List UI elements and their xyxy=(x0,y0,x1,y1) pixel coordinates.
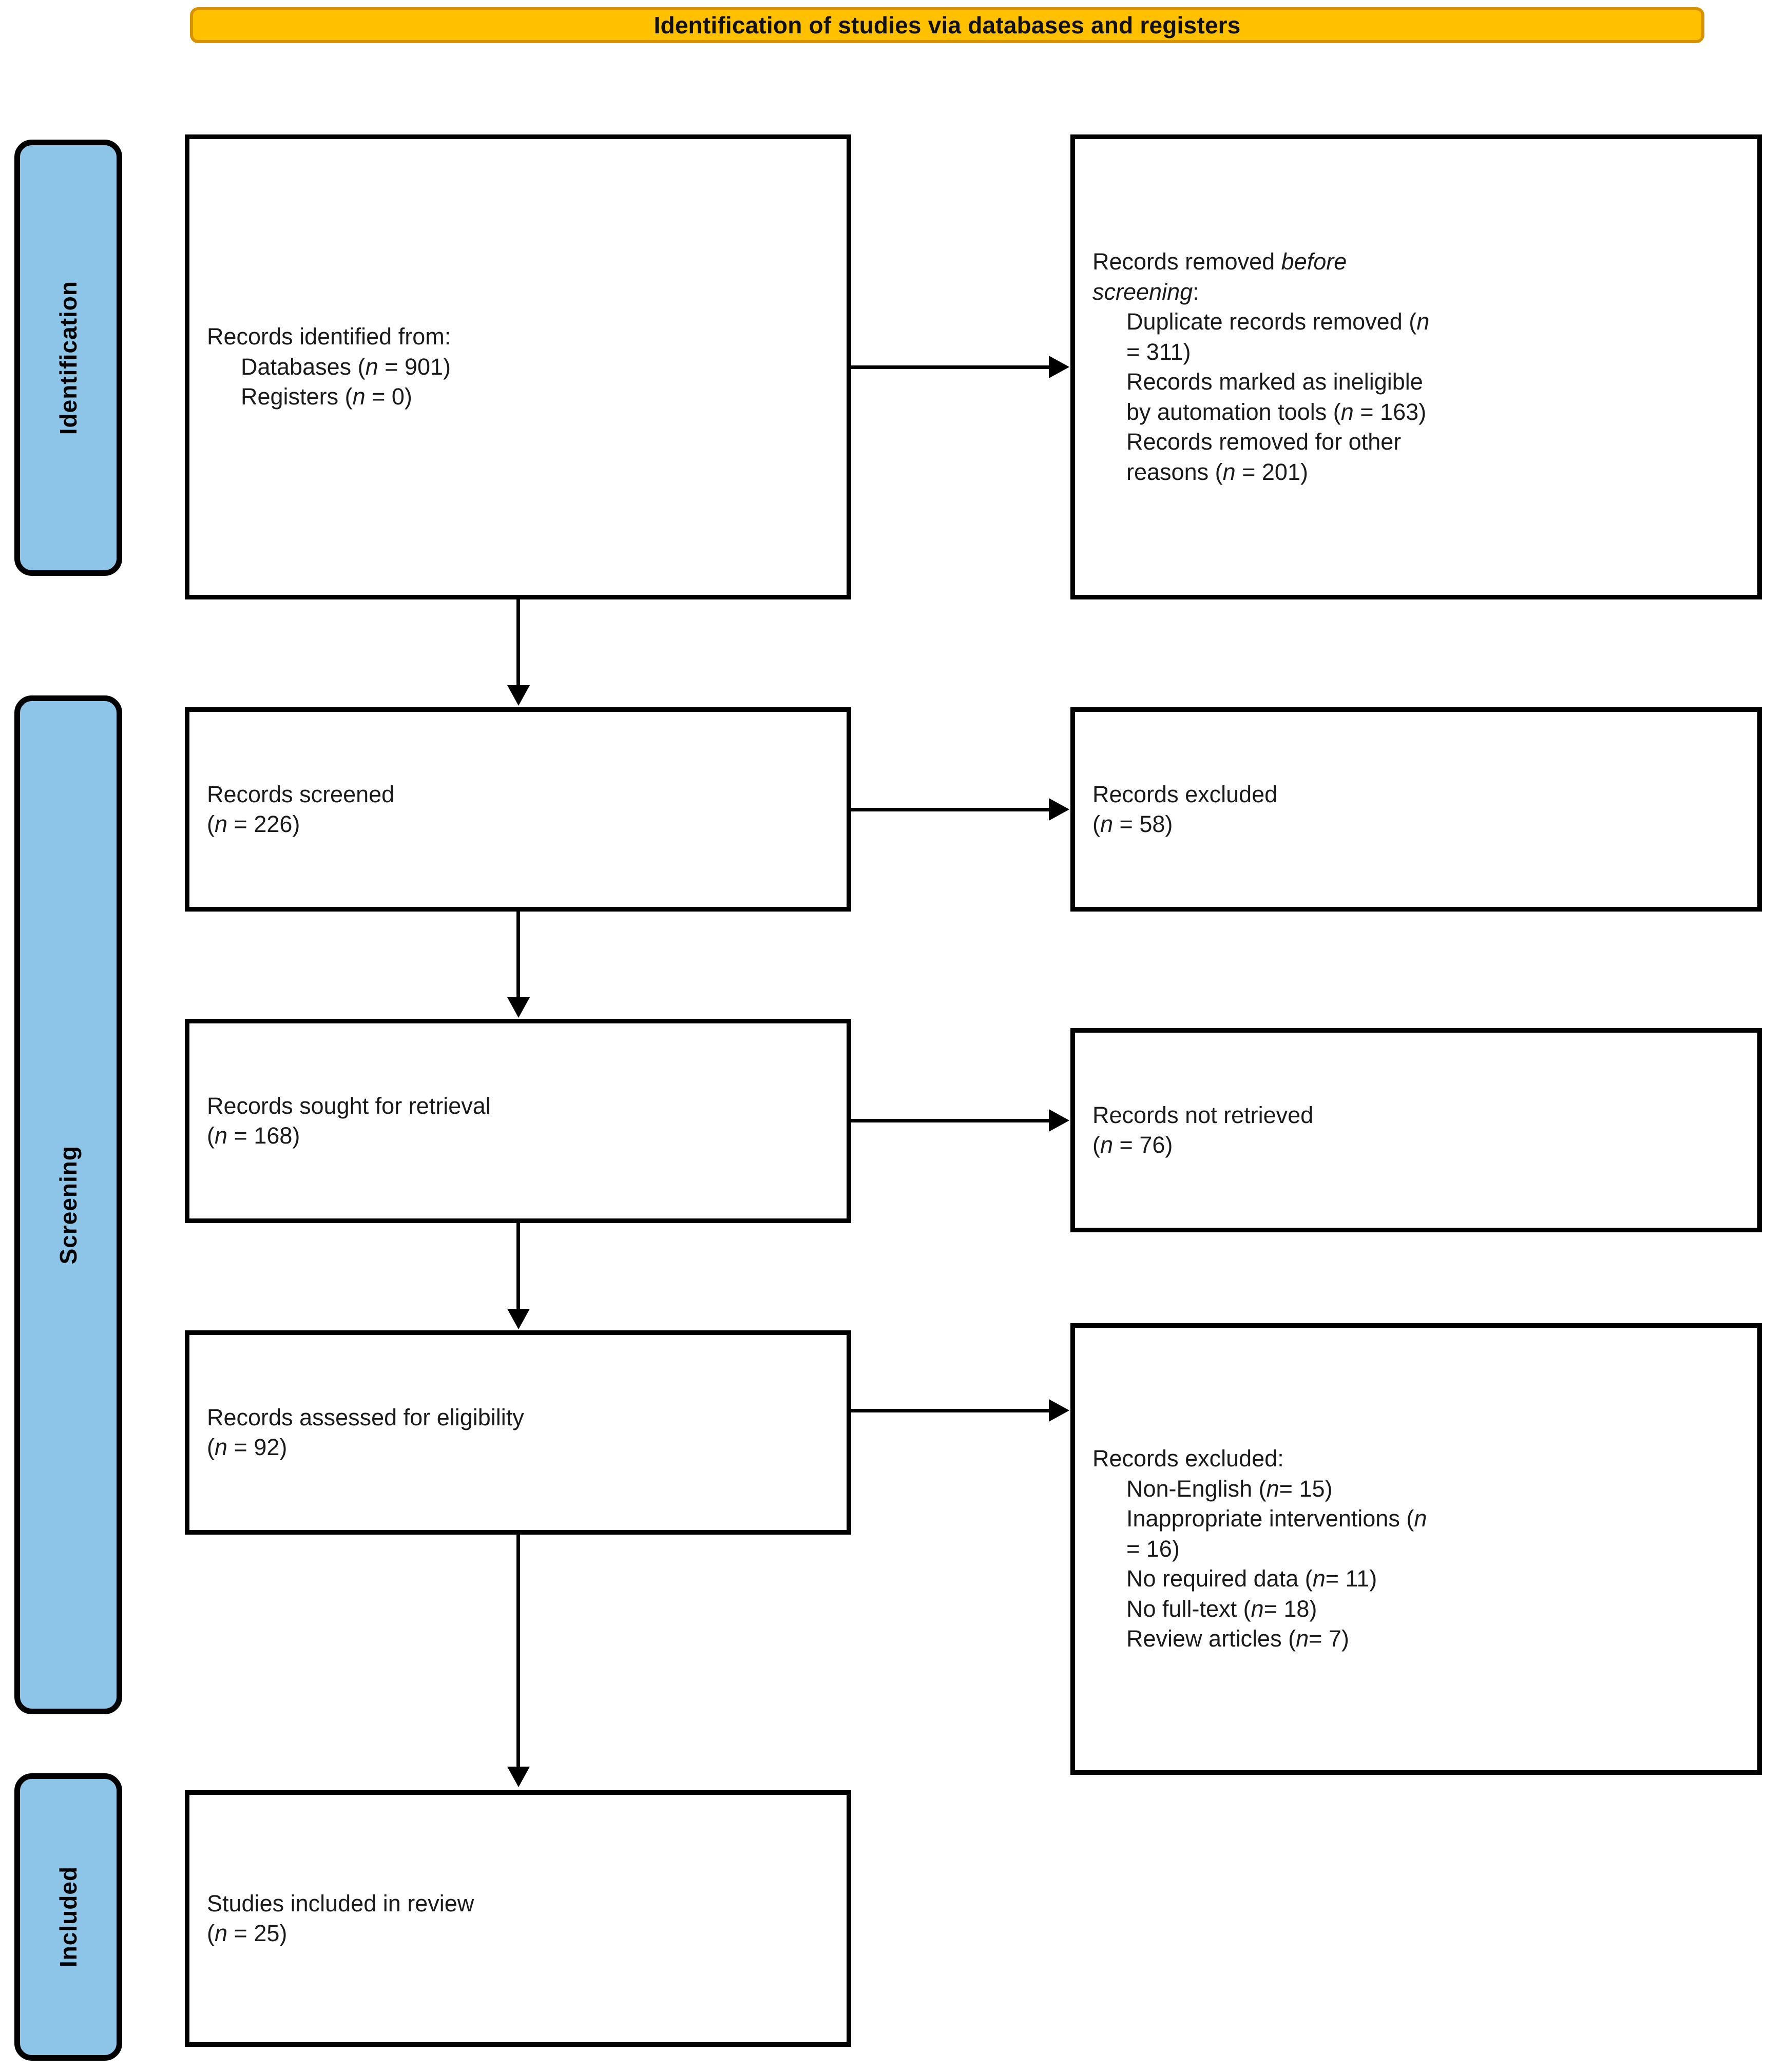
box-records-excluded-screening: Records excluded (n = 58) xyxy=(1070,707,1762,912)
excluded-reason-non-english: Non-English (n= 15) xyxy=(1126,1475,1333,1502)
box-records-not-retrieved: Records not retrieved (n = 76) xyxy=(1070,1028,1762,1232)
box-records-removed-before-screening: Records removed before screening: Duplic… xyxy=(1070,134,1762,599)
records-identified-registers: Registers (n = 0) xyxy=(241,383,412,410)
records-identified-title: Records identified from: xyxy=(207,323,451,350)
records-ineligible-automation-count: by automation tools (n = 163) xyxy=(1126,398,1427,425)
banner-title: Identification of studies via databases … xyxy=(654,12,1241,38)
connector-identified-to-removed xyxy=(851,365,1050,369)
box-records-identified: Records identified from: Databases (n = … xyxy=(185,134,851,599)
records-removed-other-count: reasons (n = 201) xyxy=(1126,458,1308,485)
records-identified-databases: Databases (n = 901) xyxy=(241,353,451,380)
stage-rail-screening-label: Screening xyxy=(55,1145,82,1265)
box-records-excluded-eligibility: Records excluded: Non-English (n= 15) In… xyxy=(1070,1323,1762,1775)
connector-screened-to-excluded xyxy=(851,808,1050,811)
excluded-reason-inappropriate-interventions: Inappropriate interventions (n xyxy=(1126,1505,1427,1532)
stage-rail-screening: Screening xyxy=(14,695,122,1714)
arrow-sought-to-not-retrieved xyxy=(1049,1109,1069,1132)
records-sought-title: Records sought for retrieval xyxy=(207,1092,491,1119)
stage-rail-identification-label: Identification xyxy=(55,280,82,435)
records-screened-count: (n = 226) xyxy=(207,811,300,837)
arrow-screened-to-excluded xyxy=(1049,798,1069,821)
studies-included-count: (n = 25) xyxy=(207,1920,287,1946)
excluded-reason-no-required-data: No required data (n= 11) xyxy=(1126,1565,1377,1592)
connector-identified-to-screened xyxy=(516,599,520,687)
diagram-banner: Identification of studies via databases … xyxy=(190,7,1704,43)
connector-sought-to-not-retrieved xyxy=(851,1119,1050,1122)
records-not-retrieved-title: Records not retrieved xyxy=(1092,1101,1314,1128)
stage-rail-identification: Identification xyxy=(14,140,122,576)
records-sought-count: (n = 168) xyxy=(207,1122,300,1149)
records-assessed-title: Records assessed for eligibility xyxy=(207,1404,524,1430)
records-excluded-eligibility-title: Records excluded: xyxy=(1092,1445,1284,1472)
box-records-assessed: Records assessed for eligibility (n = 92… xyxy=(185,1330,851,1535)
arrow-assessed-to-included xyxy=(507,1767,530,1787)
removed-before-screening-title: Records removed before xyxy=(1092,248,1347,275)
records-assessed-count: (n = 92) xyxy=(207,1434,287,1460)
connector-screened-to-sought xyxy=(516,912,520,999)
excluded-reason-no-full-text: No full-text (n= 18) xyxy=(1126,1595,1317,1622)
records-ineligible-automation: Records marked as ineligible xyxy=(1126,369,1423,395)
box-studies-included: Studies included in review (n = 25) xyxy=(185,1790,851,2047)
stage-rail-included: Included xyxy=(14,1773,122,2061)
records-screened-title: Records screened xyxy=(207,781,395,807)
connector-assessed-to-included xyxy=(516,1535,520,1768)
duplicate-records-removed: Duplicate records removed (n xyxy=(1126,308,1430,335)
arrow-screened-to-sought xyxy=(507,997,530,1018)
studies-included-title: Studies included in review xyxy=(207,1890,474,1916)
box-records-sought: Records sought for retrieval (n = 168) xyxy=(185,1019,851,1223)
arrow-sought-to-assessed xyxy=(507,1309,530,1329)
records-excluded-screening-title: Records excluded xyxy=(1092,781,1278,807)
connector-assessed-to-excluded xyxy=(851,1409,1050,1412)
stage-rail-included-label: Included xyxy=(55,1866,82,1968)
records-removed-other: Records removed for other xyxy=(1126,429,1402,455)
excluded-reason-inappropriate-interventions-count: = 16) xyxy=(1126,1535,1180,1562)
duplicate-records-removed-count: = 311) xyxy=(1126,338,1191,365)
arrow-identified-to-removed xyxy=(1049,356,1069,378)
records-not-retrieved-count: (n = 76) xyxy=(1092,1132,1173,1158)
box-records-screened: Records screened (n = 226) xyxy=(185,707,851,912)
connector-sought-to-assessed xyxy=(516,1223,520,1310)
arrow-identified-to-screened xyxy=(507,685,530,706)
excluded-reason-review-articles: Review articles (n= 7) xyxy=(1126,1625,1349,1652)
removed-before-screening-title-cont: screening: xyxy=(1092,278,1199,305)
records-excluded-screening-count: (n = 58) xyxy=(1092,811,1173,837)
arrow-assessed-to-excluded xyxy=(1049,1399,1069,1422)
